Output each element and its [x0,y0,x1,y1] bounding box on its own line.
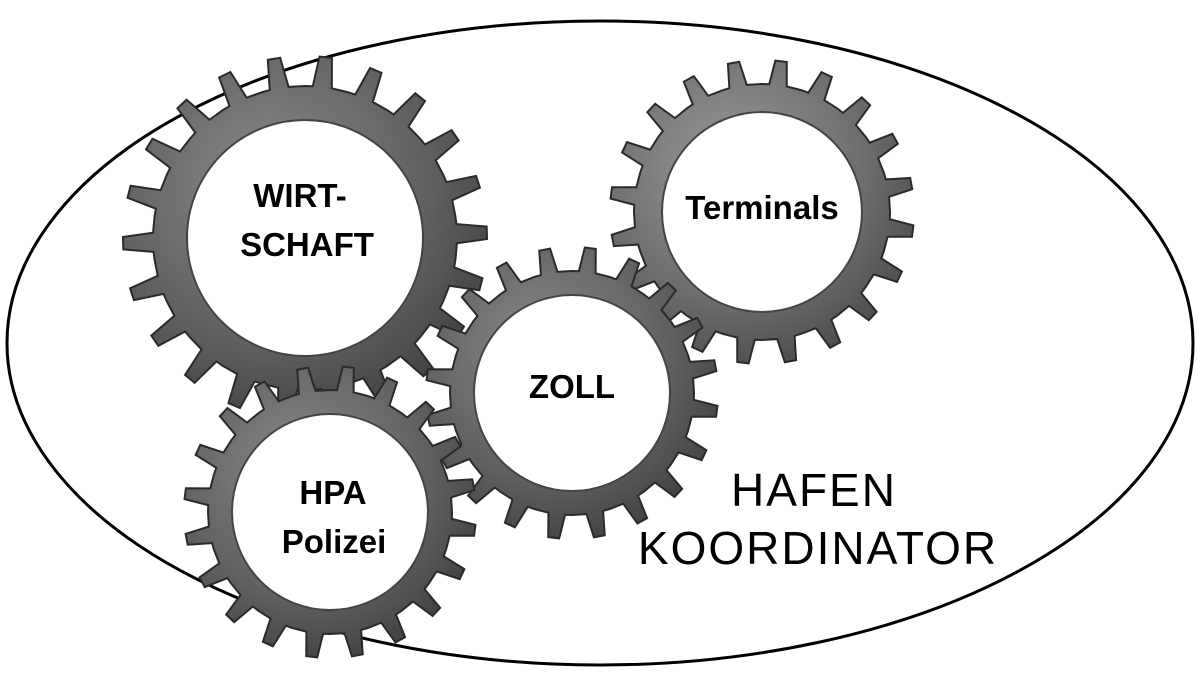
coordinator-label-line1: HAFEN [731,464,897,516]
coordinator-label-line2: KOORDINATOR [638,522,998,574]
gear-zoll-label: ZOLL [529,368,615,405]
gear-zoll [425,246,719,540]
gear-terminals-label: Terminals [685,189,838,226]
gear-terminals-hub [661,111,863,313]
gear-zoll-hub [473,294,671,492]
gear-hpa-polizei [183,365,477,659]
gear-wirtschaft-label-line2: SCHAFT [240,226,374,263]
gear-wirtschaft-label-line1: WIRT- [253,177,346,214]
gear-hpa-polizei-label-line1: HPA [299,474,366,511]
gear-wirtschaft-hub [186,119,424,357]
gear-hpa-polizei-hub [231,413,429,611]
gear-hpa-polizei-label-line2: Polizei [282,523,387,560]
gear-terminals [609,59,915,365]
